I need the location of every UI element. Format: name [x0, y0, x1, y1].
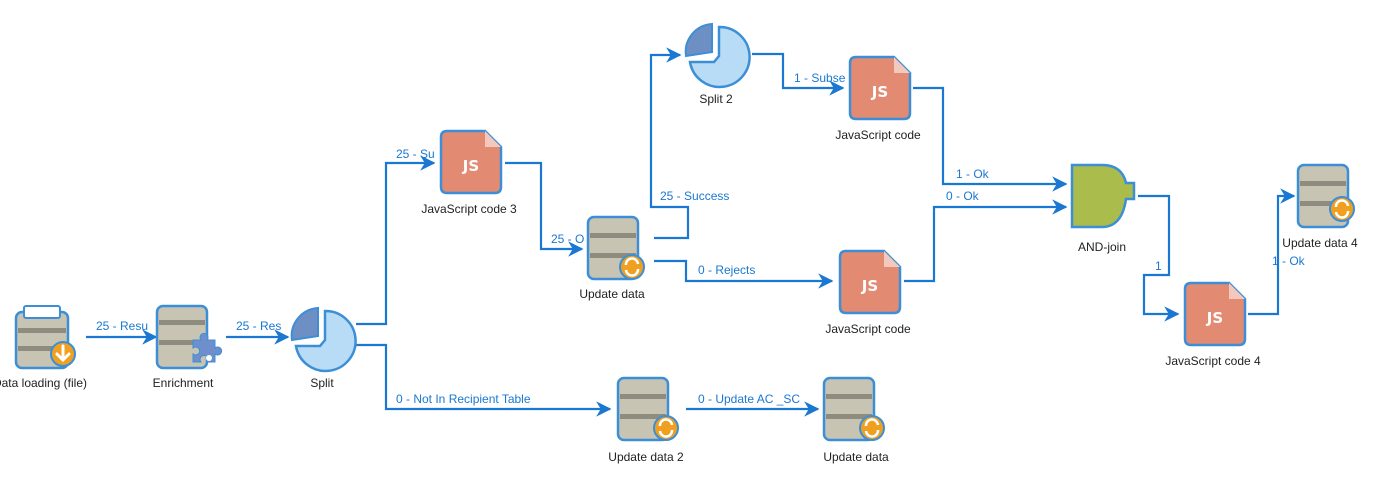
edge-js4-upd4[interactable]: 1 - Ok [1248, 188, 1306, 316]
edge-split-js3[interactable]: 25 - Su [356, 147, 436, 326]
svg-text:JS: JS [1206, 309, 1223, 327]
edge-split2-jsA[interactable]: 1 - Subse [752, 52, 846, 96]
svg-text:JS: JS [861, 277, 878, 295]
javascript-file-icon: JS [1183, 281, 1247, 347]
node-label: Split [310, 376, 334, 390]
node-javascript-code-top[interactable]: JS JavaScript code [835, 55, 921, 142]
node-enrichment[interactable]: Enrichment [153, 304, 223, 390]
node-javascript-code-4[interactable]: JS JavaScript code 4 [1165, 281, 1261, 368]
node-label: Enrichment [153, 376, 214, 390]
javascript-file-icon: JS [848, 55, 912, 121]
node-javascript-code-3[interactable]: JS JavaScript code 3 [421, 129, 517, 216]
node-label: Update data 2 [608, 450, 684, 464]
svg-text:JS: JS [462, 157, 479, 175]
edge-split-upd2[interactable]: 0 - Not In Recipient Table [356, 343, 612, 417]
split-pie-icon [290, 306, 357, 373]
edge-label: 25 - Resu [96, 319, 148, 333]
node-label: Update data [823, 450, 889, 464]
edge-label: 0 - Rejects [698, 263, 755, 277]
edge-label: 0 - Not In Recipient Table [396, 392, 531, 406]
edge-jsA-and[interactable]: 1 - Ok [913, 86, 1068, 192]
node-label: AND-join [1078, 240, 1126, 254]
edge-label: 25 - Success [660, 189, 729, 203]
javascript-file-icon: JS [439, 129, 503, 195]
edge-enrich-split[interactable]: 25 - Res [226, 319, 290, 345]
node-update-data-4[interactable]: Update data 4 [1282, 163, 1358, 250]
node-label: JavaScript code [825, 322, 911, 336]
update-data-icon [1296, 163, 1355, 229]
edge-label: 1 - Ok [956, 167, 990, 181]
split-pie-icon [684, 22, 751, 89]
javascript-file-icon: JS [838, 249, 902, 315]
node-update-data[interactable]: Update data [579, 215, 645, 301]
node-label: JavaScript code 4 [1165, 354, 1261, 368]
node-data-loading[interactable]: Data loading (file) [0, 305, 87, 390]
edge-label: 1 [1155, 259, 1162, 273]
edge-jsB-and[interactable]: 0 - Ok [904, 189, 1068, 283]
edge-upd1-jsB[interactable]: 0 - Rejects [654, 259, 834, 289]
update-data-icon [616, 376, 679, 442]
node-update-data-2[interactable]: Update data 2 [608, 376, 684, 464]
edges: 25 - Resu 25 - Res 25 - Su 0 - Not In Re… [86, 47, 1306, 417]
node-update-data-bottom[interactable]: Update data [822, 376, 889, 464]
edge-upd2-upd3[interactable]: 0 - Update AC _SC [686, 392, 820, 417]
edge-label: 1 - Subse [794, 71, 846, 85]
node-split[interactable]: Split [290, 306, 357, 390]
edge-label: 0 - Update AC _SC [698, 392, 800, 406]
and-gate-icon [1070, 163, 1136, 229]
edge-and-js4[interactable]: 1 [1138, 194, 1180, 322]
node-label: JavaScript code 3 [421, 202, 517, 216]
edge-label: 0 - Ok [946, 189, 980, 203]
edge-js3-upd1[interactable]: 25 - O [505, 161, 584, 257]
edge-label: 1 - Ok [1272, 254, 1306, 268]
edge-upd1-split2[interactable]: 25 - Success [649, 47, 729, 240]
update-data-icon [822, 376, 885, 442]
node-label: Split 2 [699, 92, 733, 106]
svg-text:JS: JS [871, 83, 888, 101]
edge-label: 25 - O [551, 232, 584, 246]
edge-label: 25 - Su [396, 147, 435, 161]
enrichment-icon [155, 304, 223, 370]
edge-label: 25 - Res [236, 319, 281, 333]
node-and-join[interactable]: AND-join [1070, 163, 1136, 254]
update-data-icon [586, 215, 645, 281]
node-split-2[interactable]: Split 2 [684, 22, 751, 106]
edge-load-enrich[interactable]: 25 - Resu [86, 319, 158, 345]
data-loading-icon [14, 305, 76, 370]
node-label: Data loading (file) [0, 376, 87, 390]
node-label: Update data 4 [1282, 236, 1358, 250]
node-label: Update data [579, 287, 645, 301]
node-label: JavaScript code [835, 128, 921, 142]
node-javascript-code-bottom[interactable]: JS JavaScript code [825, 249, 911, 336]
